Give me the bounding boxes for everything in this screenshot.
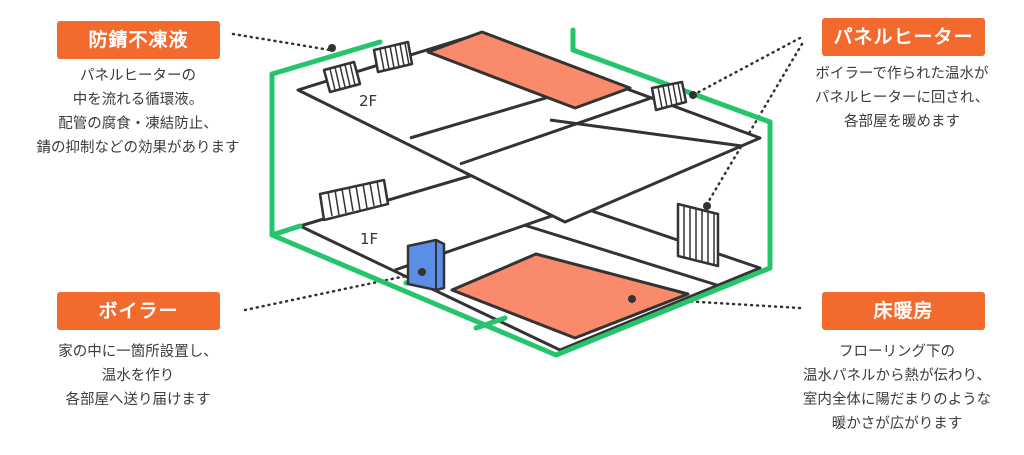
leader-panel-heater-lower — [705, 42, 804, 206]
boiler-line: 各部屋へ送り届けます — [65, 392, 211, 408]
floor-2f — [296, 30, 762, 224]
panel-heater-line: ボイラーで作られた温水が — [815, 66, 989, 82]
floor-heating-line: 暖かさが広がります — [831, 416, 963, 432]
boiler-icon — [406, 238, 446, 292]
panel-heater-icon — [318, 178, 390, 222]
boiler-line: 温水を作り — [101, 368, 175, 384]
panel-heater-icon — [676, 202, 720, 268]
antifreeze-line: 配管の腐食・凍結防止、 — [58, 116, 218, 132]
panel-heater-icon — [650, 80, 688, 112]
boiler-title: ボイラー — [57, 292, 220, 330]
floor-heating-description: フローリング下の 温水パネルから熱が伝わり、 室内全体に陽だまりのような 暖かさ… — [774, 340, 1020, 436]
upper-heated-room — [426, 30, 632, 110]
panel-heater-title: パネルヒーター — [822, 18, 985, 56]
floor-heating-title: 床暖房 — [822, 292, 985, 330]
panel-heater-icon — [322, 60, 362, 94]
floor-label-2f: 2F — [359, 92, 377, 110]
floor-heating-panel — [450, 252, 690, 340]
antifreeze-line: 中を流れる循環液。 — [72, 92, 204, 108]
floor-heating-line: 室内全体に陽だまりのような — [802, 392, 992, 408]
antifreeze-line: 錆の抑制などの効果があります — [36, 140, 240, 156]
floor-heating-line: 温水パネルから熱が伝わり、 — [803, 368, 991, 384]
panel-heater-description: ボイラーで作られた温水が パネルヒーターに回され、 各部屋を暖めます — [784, 62, 1020, 134]
panel-heater-line: 各部屋を暖めます — [844, 114, 960, 130]
antifreeze-description: パネルヒーターの 中を流れる循環液。 配管の腐食・凍結防止、 錆の抑制などの効果… — [0, 64, 276, 160]
panel-heater-icon — [372, 40, 414, 74]
leader-panel-heater-upper — [693, 36, 802, 96]
panel-heater-line: パネルヒーターに回され、 — [814, 90, 990, 106]
antifreeze-title: 防錆不凍液 — [57, 21, 220, 59]
antifreeze-line: パネルヒーターの — [80, 68, 196, 84]
leader-antifreeze — [231, 32, 332, 52]
boiler-line: 家の中に一箇所設置し、 — [58, 344, 218, 360]
leader-boiler — [243, 271, 422, 312]
floor-label-1f: 1F — [360, 230, 378, 248]
floor-heating-line: フローリング下の — [839, 344, 955, 360]
boiler-description: 家の中に一箇所設置し、 温水を作り 各部屋へ送り届けます — [20, 340, 256, 412]
